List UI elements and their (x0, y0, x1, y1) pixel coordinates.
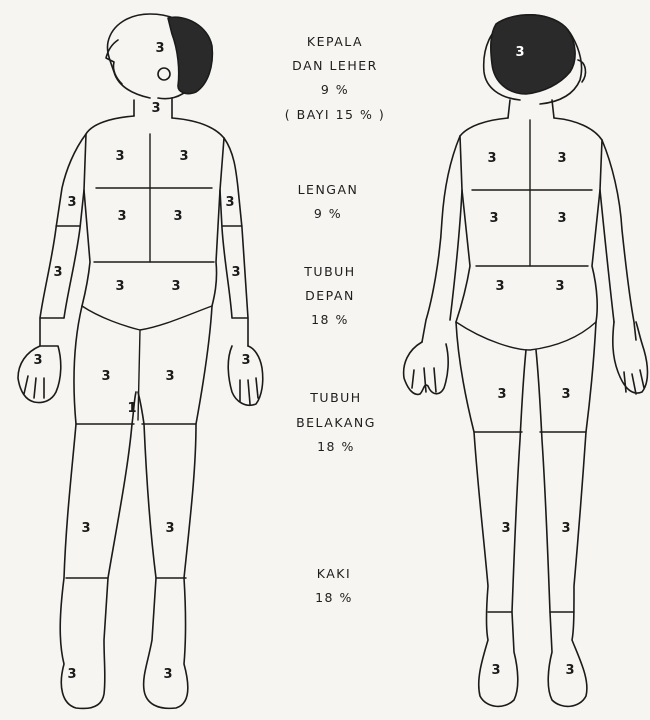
back-foot-right-value: 3 (491, 663, 500, 678)
back-region-values: 3 3 3 3 3 3 3 3 3 3 3 3 3 (487, 45, 574, 678)
back-mid-back-right-value: 3 (489, 211, 498, 226)
legend-lengan: LENGAN 9 % (298, 182, 359, 221)
back-right-leg (456, 322, 526, 706)
front-forearm-left-value: 3 (231, 265, 240, 280)
legend-tubuh-depan-line-2: DEPAN (305, 288, 355, 303)
legend-tubuh-depan: TUBUH DEPAN 18 % (303, 264, 355, 327)
legend-tubuh-belakang-line-1: TUBUH (309, 390, 361, 405)
front-groin-line (82, 306, 212, 330)
back-torso-outline (456, 118, 602, 322)
back-upper-back-left-value: 3 (557, 151, 566, 166)
front-upper-arm-right-value: 3 (67, 195, 76, 210)
front-face-profile (106, 40, 122, 84)
front-ear (158, 68, 170, 80)
legend-tubuh-depan-line-3: 18 % (311, 312, 349, 327)
back-foot-left-value: 3 (565, 663, 574, 678)
back-lower-back-left-value: 3 (555, 279, 564, 294)
front-abdomen-right-value: 3 (117, 209, 126, 224)
front-hair (168, 17, 212, 93)
back-buttock-line (456, 322, 596, 350)
legend-lengan-line-2: 9 % (314, 206, 342, 221)
front-calf-left-value: 3 (165, 521, 174, 536)
front-calf-right-value: 3 (81, 521, 90, 536)
legend-kepala-line-4: ( BAYI 15 % ) (285, 107, 385, 122)
legend-kepala-line-2: DAN LEHER (292, 58, 378, 73)
legend-lengan-line-1: LENGAN (298, 182, 359, 197)
back-calf-left-value: 3 (561, 521, 570, 536)
legend-kepala: KEPALA DAN LEHER 9 % ( BAYI 15 % ) (285, 34, 385, 122)
back-head-value: 3 (515, 45, 524, 60)
back-body-figure (404, 15, 648, 707)
back-left-leg (536, 322, 596, 706)
front-left-arm (220, 138, 248, 346)
front-thigh-right-value: 3 (101, 369, 110, 384)
legend-kaki-line-1: KAKI (317, 566, 351, 581)
front-left-leg (138, 306, 212, 708)
back-buttock-left-value: 3 (561, 387, 570, 402)
back-left-hand (613, 322, 648, 394)
back-mid-back-left-value: 3 (557, 211, 566, 226)
front-region-values: 3 3 3 3 3 3 3 3 3 3 3 3 3 3 3 3 1 3 3 3 … (33, 41, 250, 682)
front-forearm-right-value: 3 (53, 265, 62, 280)
back-calf-right-value: 3 (501, 521, 510, 536)
back-right-hand (404, 342, 449, 394)
front-foot-right-value: 3 (67, 667, 76, 682)
front-upper-arm-left-value: 3 (225, 195, 234, 210)
back-hair (491, 15, 575, 94)
front-hand-left-value: 3 (241, 353, 250, 368)
legend-tubuh-belakang: TUBUH BELAKANG 18 % (296, 390, 376, 454)
legend-kaki: KAKI 18 % (315, 566, 353, 605)
legend-kaki-line-2: 18 % (315, 590, 353, 605)
front-head-value: 3 (155, 41, 164, 56)
front-abdomen-left-value: 3 (173, 209, 182, 224)
back-buttock-right-value: 3 (497, 387, 506, 402)
front-genital-value: 1 (127, 401, 136, 416)
front-body-figure (18, 14, 263, 708)
front-right-arm (40, 134, 86, 346)
back-right-arm (422, 136, 462, 342)
front-chest-right-value: 3 (115, 149, 124, 164)
back-lower-back-right-value: 3 (495, 279, 504, 294)
front-lower-torso-right-value: 3 (115, 279, 124, 294)
legend-kepala-line-3: 9 % (321, 82, 349, 97)
front-genital-line (138, 330, 140, 420)
front-hand-right-value: 3 (33, 353, 42, 368)
front-chest-left-value: 3 (179, 149, 188, 164)
front-torso-outline (82, 116, 224, 306)
legend-tubuh-depan-line-1: TUBUH (303, 264, 355, 279)
legend-tubuh-belakang-line-2: BELAKANG (296, 415, 376, 430)
front-lower-torso-left-value: 3 (171, 279, 180, 294)
back-left-arm (600, 140, 636, 340)
legend-tubuh-belakang-line-3: 18 % (317, 439, 355, 454)
front-foot-left-value: 3 (163, 667, 172, 682)
legend-kepala-line-1: KEPALA (307, 34, 363, 49)
front-neck-value: 3 (151, 101, 160, 116)
region-legend: KEPALA DAN LEHER 9 % ( BAYI 15 % ) LENGA… (285, 34, 385, 605)
front-thigh-left-value: 3 (165, 369, 174, 384)
back-upper-back-right-value: 3 (487, 151, 496, 166)
front-right-leg (60, 306, 136, 708)
